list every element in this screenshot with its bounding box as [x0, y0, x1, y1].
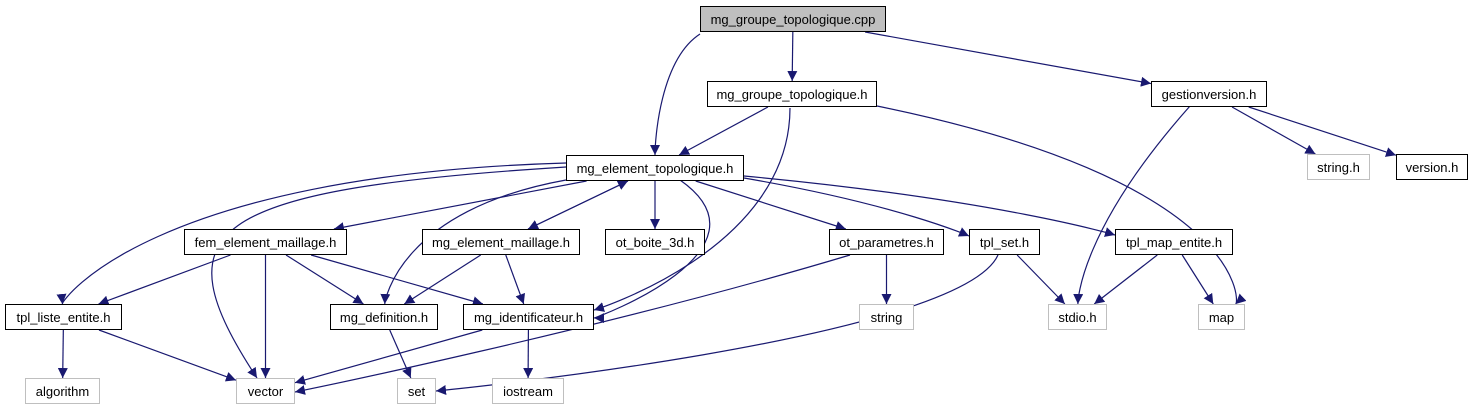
node-iostream: iostream: [492, 378, 564, 404]
edge-gestionversion-h-to-version-h: [1248, 106, 1397, 157]
edge-ot-parametres-h-to-vector: [294, 254, 851, 395]
node-map: map: [1198, 304, 1245, 330]
node-label: mg_groupe_topologique.cpp: [710, 11, 876, 27]
node-label: map: [1208, 309, 1235, 325]
edge-fem-element-maillage-h-to-tpl-liste-entite-h: [98, 254, 231, 306]
node-label: vector: [247, 383, 284, 399]
node-vector: vector: [236, 378, 295, 404]
node-mg-element-maillage-h[interactable]: mg_element_maillage.h: [422, 229, 580, 255]
node-label: mg_element_topologique.h: [576, 160, 734, 176]
node-label: mg_definition.h: [339, 309, 429, 325]
node-ot-boite-3d-h[interactable]: ot_boite_3d.h: [605, 229, 705, 255]
node-stdio-h: stdio.h: [1048, 304, 1107, 330]
node-string-h: string.h: [1307, 154, 1370, 180]
edge-mg-element-topologique-h-to-tpl-liste-entite-h: [56, 162, 567, 305]
node-label: tpl_liste_entite.h: [16, 309, 111, 325]
edge-mg-element-topologique-h-to-tpl-set-h: [743, 177, 970, 237]
edge-mg-identificateur-h-to-vector: [294, 329, 483, 385]
node-label: tpl_map_entite.h: [1125, 234, 1223, 250]
node-label: string.h: [1317, 159, 1360, 175]
node-label: version.h: [1405, 159, 1459, 175]
edge-mg-definition-h-to-set: [389, 329, 412, 379]
node-root[interactable]: mg_groupe_topologique.cpp: [700, 6, 886, 32]
edge-tpl-liste-entite-h-to-algorithm: [57, 329, 68, 379]
edge-tpl-liste-entite-h-to-vector: [98, 329, 237, 382]
edge-mg-element-topologique-h-to-mg-identificateur-h: [593, 179, 711, 323]
node-mg-element-topologique-h[interactable]: mg_element_topologique.h: [566, 155, 744, 181]
edge-mg-element-topologique-h-to-mg-definition-h: [380, 179, 567, 305]
node-algorithm: algorithm: [25, 378, 100, 404]
node-label: tpl_set.h: [979, 234, 1030, 250]
edge-tpl-map-entite-h-to-map: [1181, 254, 1214, 305]
edge-mg-element-maillage-h-to-mg-definition-h: [403, 254, 482, 305]
edge-mg-element-maillage-h-to-mg-element-topologique-h: [527, 180, 629, 230]
edge-fem-element-maillage-h-to-mg-definition-h: [285, 254, 364, 305]
node-label: ot_boite_3d.h: [615, 234, 695, 250]
node-label: string: [870, 309, 903, 325]
edge-mg-groupe-topologique-h-to-map: [876, 105, 1247, 305]
node-string: string: [859, 304, 914, 330]
edge-mg-element-topologique-h-to-vector: [211, 166, 567, 379]
node-label: gestionversion.h: [1161, 86, 1257, 102]
edge-mg-element-maillage-h-to-mg-identificateur-h: [505, 254, 525, 305]
node-mg-definition-h[interactable]: mg_definition.h: [330, 304, 438, 330]
edge-gestionversion-h-to-string-h: [1231, 106, 1316, 155]
node-label: mg_groupe_topologique.h: [716, 86, 868, 102]
edge-mg-groupe-topologique-h-to-mg-identificateur-h: [593, 107, 791, 312]
node-label: mg_identificateur.h: [473, 309, 584, 325]
edge-mg-groupe-topologique-h-to-mg-element-topologique-h: [678, 106, 769, 156]
node-mg-groupe-topologique-h[interactable]: mg_groupe_topologique.h: [707, 81, 877, 107]
edge-mg-element-topologique-h-to-tpl-map-entite-h: [743, 175, 1116, 237]
node-set: set: [397, 378, 436, 404]
edge-mg-element-topologique-h-to-fem-element-maillage-h: [333, 180, 587, 233]
edge-gestionversion-h-to-stdio-h: [1073, 105, 1191, 305]
node-label: fem_element_maillage.h: [194, 234, 337, 250]
node-label: ot_parametres.h: [839, 234, 934, 250]
node-fem-element-maillage-h[interactable]: fem_element_maillage.h: [184, 229, 347, 255]
node-tpl-map-entite-h[interactable]: tpl_map_entite.h: [1115, 229, 1233, 255]
node-label: mg_element_maillage.h: [431, 234, 571, 250]
edge-tpl-set-h-to-stdio-h: [1016, 254, 1066, 305]
edge-root-to-mg-element-topologique-h: [650, 33, 701, 156]
node-tpl-liste-entite-h[interactable]: tpl_liste_entite.h: [5, 304, 122, 330]
node-label: iostream: [503, 383, 553, 399]
node-mg-identificateur-h[interactable]: mg_identificateur.h: [463, 304, 594, 330]
node-label: algorithm: [35, 383, 90, 399]
node-tpl-set-h[interactable]: tpl_set.h: [969, 229, 1040, 255]
edge-tpl-map-entite-h-to-stdio-h: [1093, 254, 1158, 305]
node-ot-parametres-h[interactable]: ot_parametres.h: [829, 229, 944, 255]
edge-mg-element-topologique-h-to-ot-parametres-h: [695, 180, 847, 231]
node-label: set: [407, 383, 426, 399]
edge-fem-element-maillage-h-to-mg-identificateur-h: [310, 254, 484, 307]
edge-tpl-set-h-to-set: [435, 254, 999, 396]
edge-root-to-gestionversion-h: [865, 31, 1152, 87]
node-version-h[interactable]: version.h: [1396, 154, 1468, 180]
node-label: stdio.h: [1058, 309, 1097, 325]
node-gestionversion-h[interactable]: gestionversion.h: [1151, 81, 1267, 107]
edge-root-to-mg-groupe-topologique-h: [787, 31, 798, 82]
